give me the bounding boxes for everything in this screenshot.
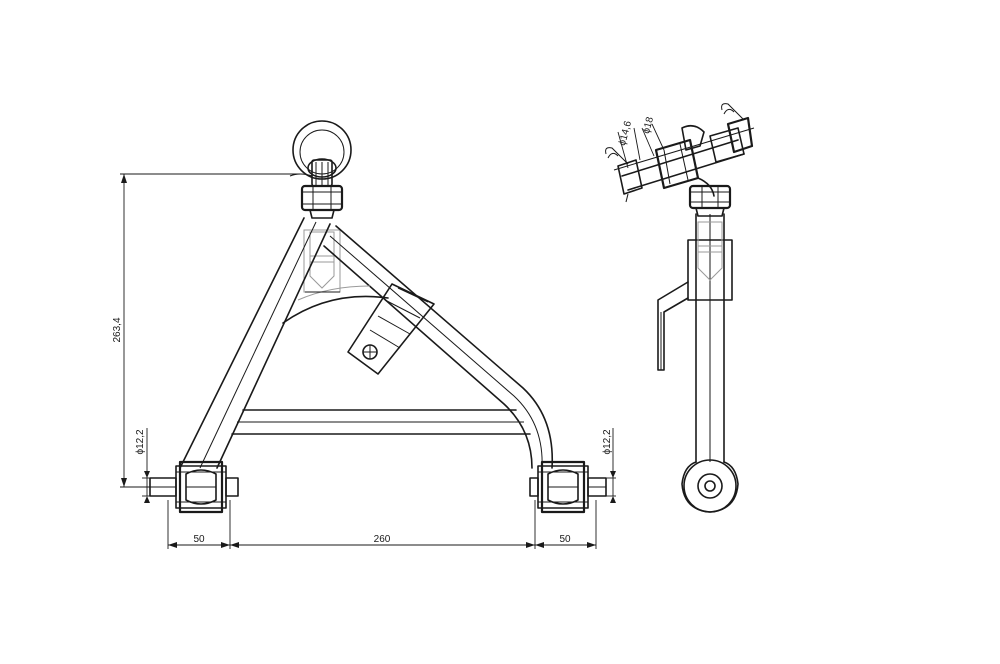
dim-left-diameter-label: ϕ12,2 bbox=[135, 429, 146, 455]
cross-brace bbox=[231, 409, 531, 435]
left-bushing bbox=[149, 460, 239, 514]
left-tube bbox=[179, 217, 331, 469]
top-ball-joint bbox=[289, 120, 352, 219]
right-bushing bbox=[529, 460, 607, 514]
dimension-labels: 263,4 ϕ12,2 ϕ12,2 50 260 50 ϕ14,6 ϕ18 bbox=[112, 115, 656, 545]
front-dimensions bbox=[120, 173, 616, 549]
front-view bbox=[149, 120, 607, 514]
dim-span-label: 260 bbox=[374, 534, 391, 545]
stud-assembly bbox=[605, 103, 755, 203]
dim-right-offset-label: 50 bbox=[559, 534, 571, 545]
right-tube bbox=[323, 225, 554, 469]
dim-height-label: 263,4 bbox=[112, 317, 123, 342]
mounting-bracket bbox=[347, 283, 435, 375]
dim-diameter-small-label: ϕ14,6 bbox=[617, 119, 634, 146]
dim-right-diameter-label: ϕ12,2 bbox=[602, 429, 613, 455]
dim-left-offset-label: 50 bbox=[193, 534, 205, 545]
ball-joint-housing bbox=[303, 229, 341, 293]
gusset-plate bbox=[282, 285, 389, 324]
side-view bbox=[605, 103, 755, 513]
side-dimensions bbox=[617, 123, 665, 169]
dim-diameter-large-label: ϕ18 bbox=[641, 115, 656, 134]
